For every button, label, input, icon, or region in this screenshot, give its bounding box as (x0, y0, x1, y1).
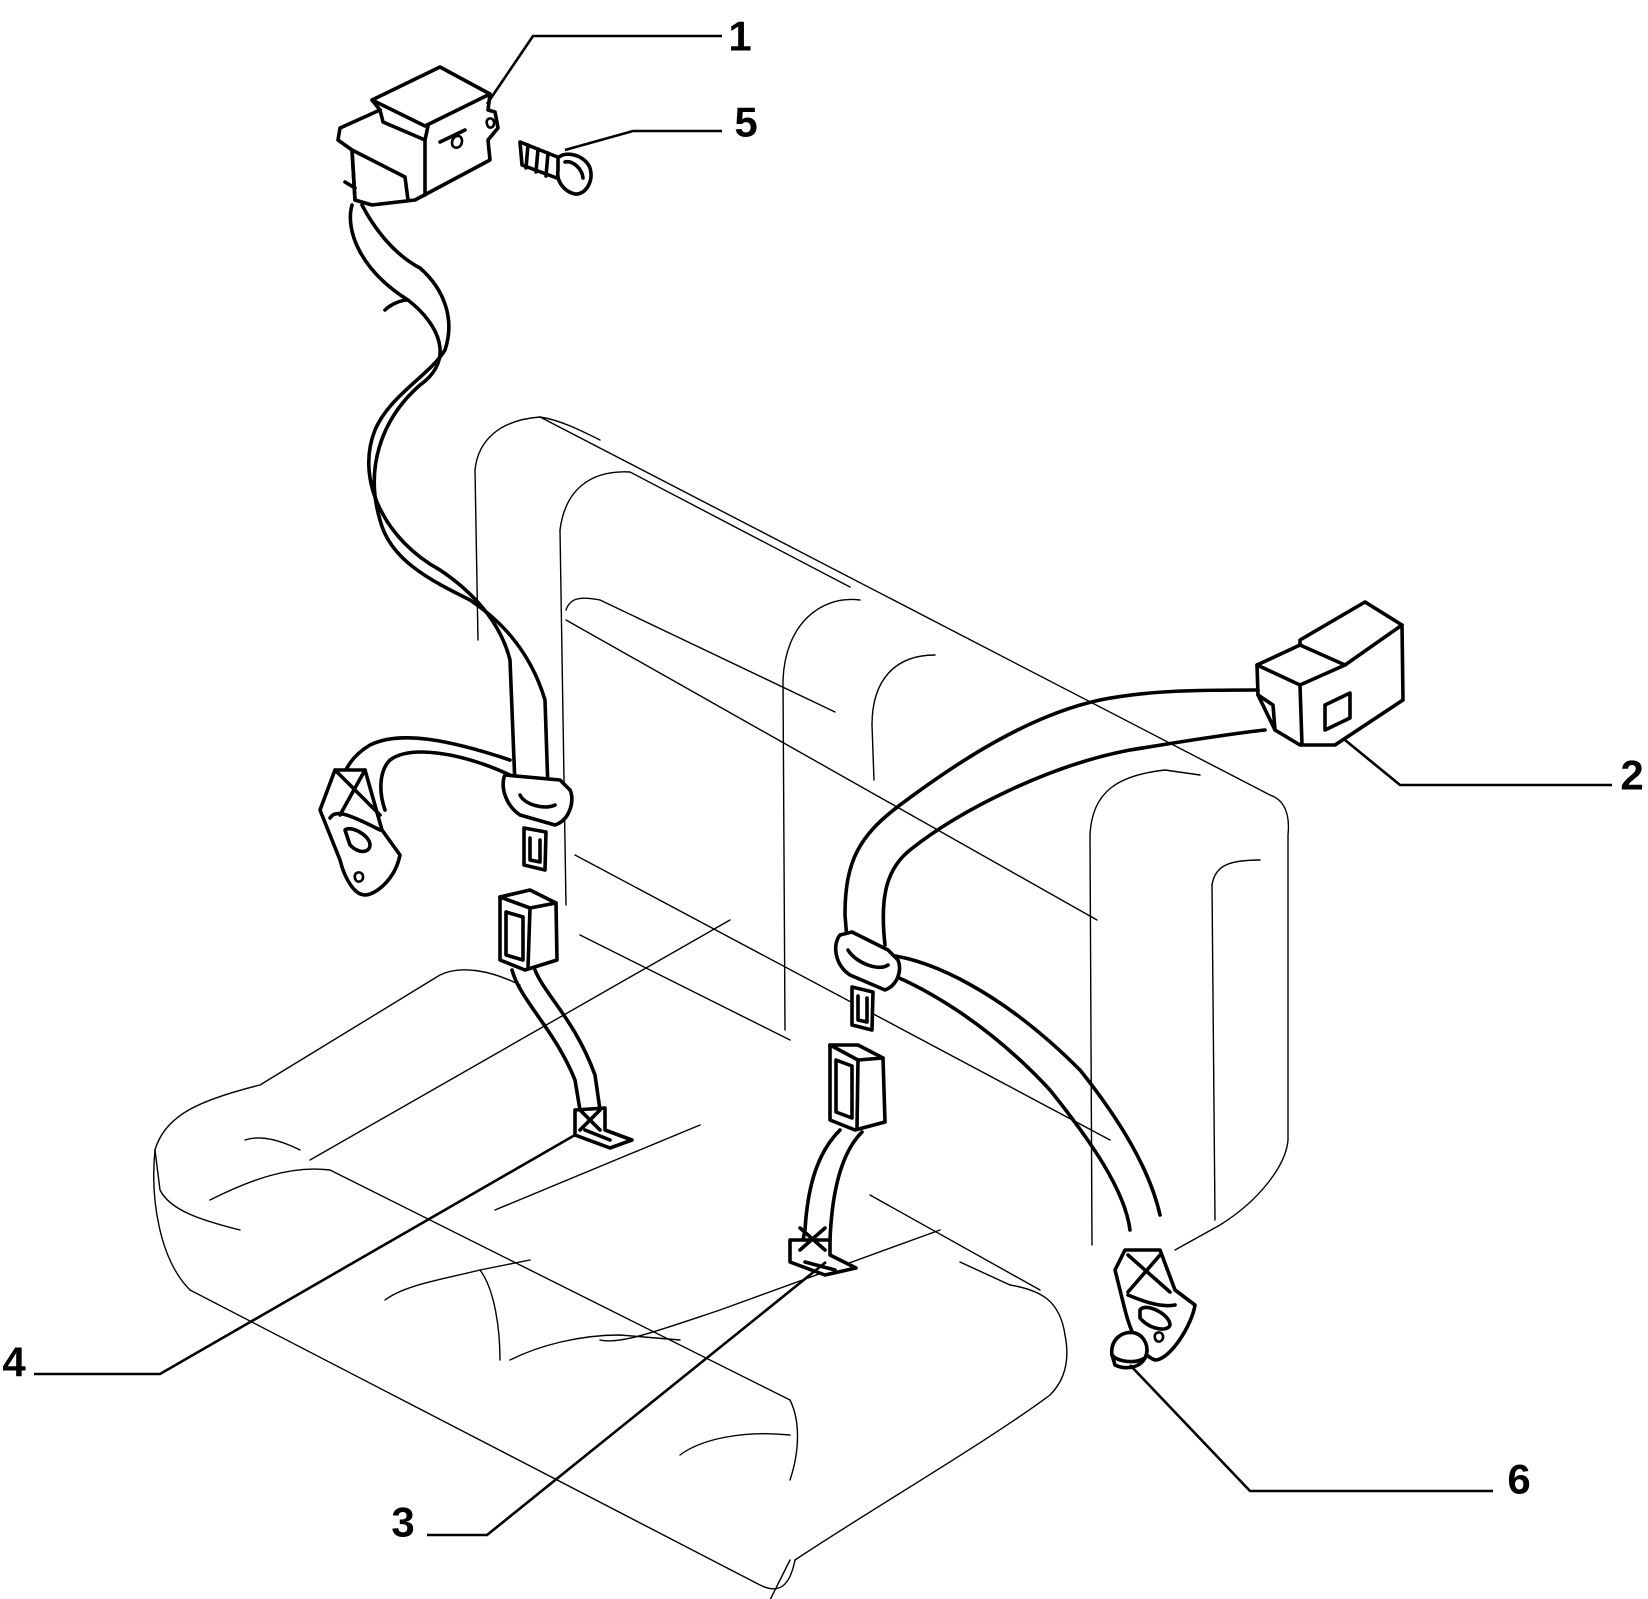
bolt (518, 140, 593, 196)
leader-6 (1129, 1364, 1493, 1493)
callout-3: 3 (391, 1499, 414, 1546)
cap (1110, 1330, 1149, 1370)
callout-1: 1 (728, 13, 751, 60)
callout-5: 5 (734, 99, 757, 146)
callout-2: 2 (1620, 752, 1643, 799)
leader-1 (485, 34, 722, 105)
callout-4: 4 (2, 1339, 26, 1386)
left-tongue-slider (501, 773, 574, 872)
right-belt-strap (843, 688, 1267, 1232)
left-buckle (498, 888, 634, 1150)
leader-4 (34, 1133, 576, 1376)
left-anchor-plate (318, 736, 512, 897)
leader-3 (427, 1260, 827, 1537)
leader-2 (1344, 738, 1612, 787)
left-belt-retractor (336, 65, 500, 207)
right-belt-retractor (1255, 600, 1405, 747)
leader-lines (34, 34, 1612, 1537)
right-tongue-slider (833, 930, 902, 1032)
seat-backrest (474, 416, 1290, 1251)
seat-cushion (153, 919, 1068, 1599)
right-buckle (788, 1043, 887, 1277)
leader-5 (564, 129, 722, 152)
left-belt-strap (348, 203, 550, 792)
callout-6: 6 (1507, 1456, 1530, 1503)
callout-labels: 1 2 3 4 5 6 (2, 13, 1643, 1546)
